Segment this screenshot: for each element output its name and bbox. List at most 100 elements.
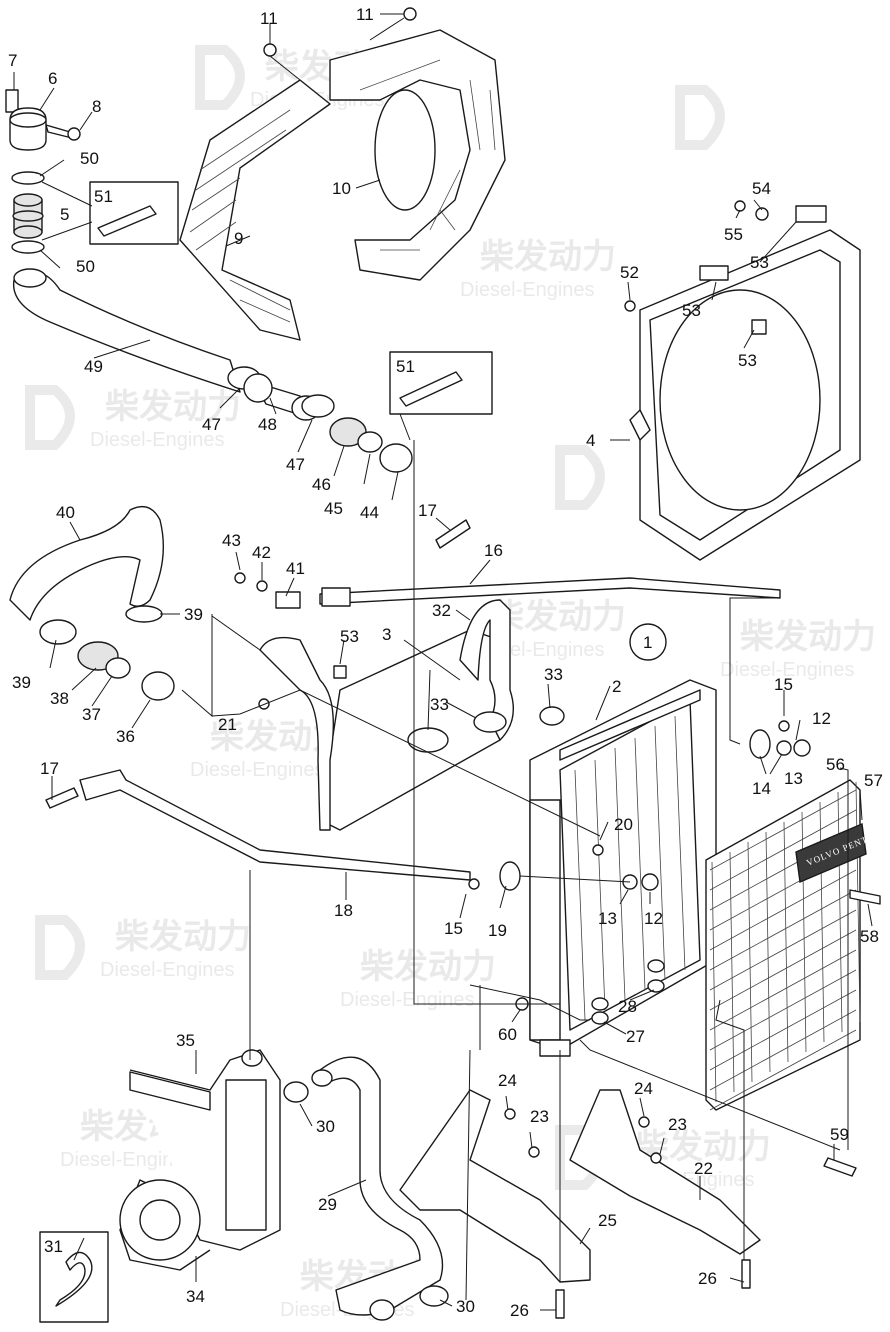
grille-bar-vertical	[765, 831, 771, 1073]
callout-40: 40	[56, 503, 75, 522]
screw-24-a	[504, 1108, 516, 1120]
washer-42	[256, 580, 268, 592]
callout-11-b: 11	[356, 5, 374, 24]
washer-13-upper	[776, 740, 792, 756]
nut-53-d	[333, 665, 347, 679]
grille-bar-vertical	[837, 791, 843, 1033]
cable-tie-kit-box	[39, 1231, 109, 1323]
callout-12-upper: 12	[812, 709, 831, 728]
callout-56: 56	[826, 755, 845, 774]
callout-2: 2	[612, 677, 621, 696]
kit-label-51: 51	[94, 187, 113, 206]
watermark-zh: 柴发动力	[480, 237, 616, 277]
washer-54	[755, 207, 769, 221]
callout-24-a: 24	[498, 1071, 517, 1090]
hose-49	[12, 271, 241, 393]
watermark-en: Diesel-Engines	[460, 279, 595, 301]
callout-16: 16	[484, 541, 503, 560]
grille-bar-vertical	[783, 821, 789, 1063]
hose-29	[319, 1056, 444, 1316]
callout-25: 25	[598, 1211, 617, 1230]
callout-13-lower: 13	[598, 909, 617, 928]
callout-44: 44	[360, 503, 379, 522]
callout-17-top: 17	[418, 501, 437, 520]
callout-36: 36	[116, 727, 135, 746]
hose-21-pipe	[259, 636, 334, 831]
callout-8: 8	[92, 97, 101, 116]
callout-5: 5	[60, 205, 69, 224]
screw-15-lower	[468, 878, 480, 890]
screw-26-lower	[555, 1289, 565, 1319]
radiator-frame-4	[624, 200, 861, 561]
callout-43: 43	[222, 531, 241, 550]
clamp-33-upper	[539, 706, 565, 726]
screw-43	[234, 572, 246, 584]
hose-40	[9, 506, 164, 621]
grille-bar-horizontal	[709, 1009, 857, 1091]
water-pump-assembly	[119, 1049, 309, 1271]
screw-23-b	[650, 1152, 662, 1164]
callout-31: 31	[44, 1237, 63, 1256]
watermark-en: Diesel-Engines	[100, 959, 235, 981]
bracket-7	[5, 89, 19, 113]
clamp-36	[141, 671, 175, 701]
grille-bar-horizontal	[709, 909, 857, 991]
callout-55: 55	[724, 225, 743, 244]
grille-bar-vertical	[729, 851, 735, 1093]
callout-52: 52	[620, 263, 639, 282]
bolts-11	[263, 7, 417, 81]
tie-rod-18	[45, 720, 811, 891]
fan-guard-shroud	[179, 29, 506, 341]
clamp-30-upper	[283, 1081, 309, 1103]
callout-37: 37	[82, 705, 101, 724]
watermark-zh: 柴发动力	[115, 917, 251, 957]
callout-49: 49	[84, 357, 103, 376]
callout-11-a: 11	[260, 9, 278, 28]
screw-17-left	[45, 787, 79, 809]
callout-13-upper: 13	[784, 769, 803, 788]
callout-15-upper: 15	[774, 675, 793, 694]
callout-33-lower: 33	[430, 695, 449, 714]
callout-7: 7	[8, 51, 17, 70]
screw-24-b	[638, 1116, 650, 1128]
callout-labels: 7 6 8 11 11 50 5 50 10 9 49 47 48 47 46 …	[8, 5, 883, 1320]
callout-41: 41	[286, 559, 305, 578]
callout-15-lower: 15	[444, 919, 463, 938]
bracket-14	[749, 729, 771, 759]
mount-washers	[515, 959, 665, 1025]
radiator-side-tank	[529, 799, 561, 1041]
watermark-zh: 柴发动力	[105, 387, 241, 427]
assembly-label-1: 1	[643, 633, 652, 652]
callout-14: 14	[752, 779, 771, 798]
callout-47-a: 47	[202, 415, 221, 434]
assembly-circle-1	[629, 623, 667, 661]
radiator-2	[529, 679, 717, 1057]
screw-58	[849, 889, 881, 905]
hose-32	[459, 599, 514, 741]
callout-18: 18	[334, 901, 353, 920]
callout-6: 6	[48, 69, 57, 88]
callout-22: 22	[694, 1159, 713, 1178]
callout-19: 19	[488, 921, 507, 940]
o-ring-37	[105, 657, 131, 679]
clamp-39-left	[39, 619, 77, 645]
callout-42: 42	[252, 543, 271, 562]
screw-20	[592, 844, 604, 856]
o-ring-45	[357, 431, 383, 453]
callout-58: 58	[860, 927, 879, 946]
watermark-zh: 柴发动力	[490, 597, 626, 637]
callout-59: 59	[830, 1125, 849, 1144]
callout-30-lower: 30	[456, 1297, 475, 1316]
watermark-zh: 柴发动力	[360, 947, 496, 987]
callout-27: 27	[626, 1027, 645, 1046]
grille-bar-horizontal	[709, 989, 857, 1071]
hose-40-assembly	[9, 506, 175, 701]
o-ring-50-bottom	[11, 240, 45, 254]
bracket-53-b	[795, 205, 827, 223]
kit-label-51-b: 51	[396, 357, 415, 376]
sealant-tube-icon	[399, 371, 463, 407]
callout-24-b: 24	[634, 1079, 653, 1098]
callout-29: 29	[318, 1195, 337, 1214]
callout-3: 3	[382, 625, 391, 644]
grille-bar-horizontal	[709, 1029, 857, 1111]
